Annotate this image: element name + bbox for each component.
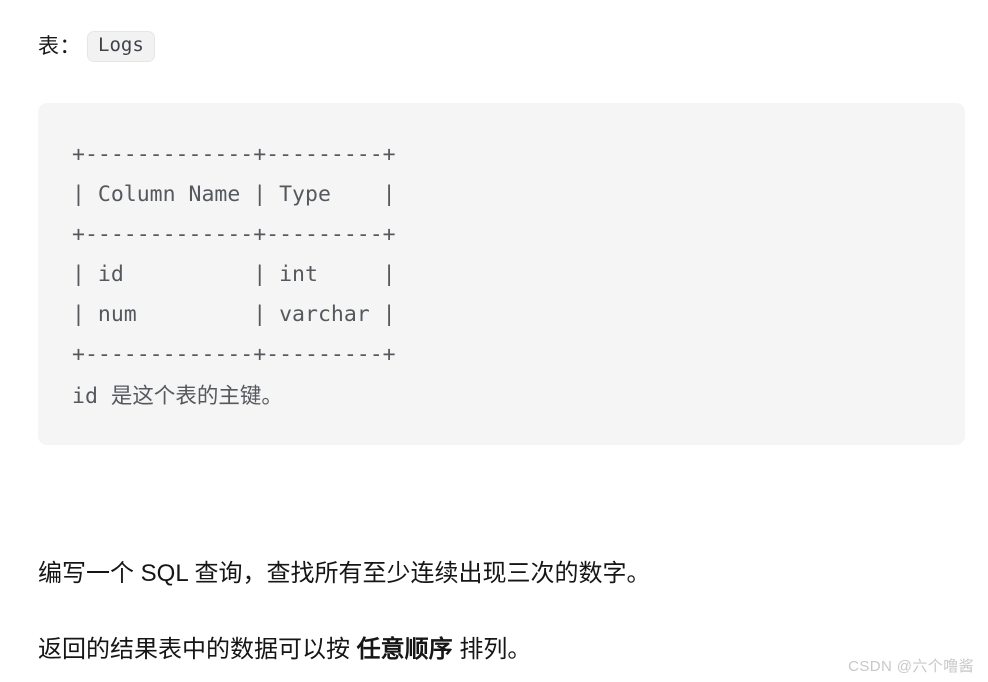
csdn-watermark: CSDN @六个噜酱 <box>848 658 974 675</box>
schema-code-block: +-------------+---------+ | Column Name … <box>38 103 965 445</box>
ordering-note-prefix: 返回的结果表中的数据可以按 <box>38 636 357 663</box>
problem-statement-paragraph: 编写一个 SQL 查询，查找所有至少连续出现三次的数字。 <box>38 560 651 587</box>
primary-key-note: id 是这个表的主键。 <box>72 384 283 409</box>
ordering-note-paragraph: 返回的结果表中的数据可以按 任意顺序 排列。 <box>38 632 531 668</box>
inline-code-table-name: Logs <box>87 31 155 62</box>
table-heading: 表： Logs <box>38 31 155 62</box>
table-heading-label: 表： <box>38 34 81 58</box>
ordering-note-emphasis: 任意顺序 <box>356 636 453 663</box>
schema-ascii-table: +-------------+---------+ | Column Name … <box>72 142 396 367</box>
ordering-note-suffix: 排列。 <box>452 636 532 663</box>
